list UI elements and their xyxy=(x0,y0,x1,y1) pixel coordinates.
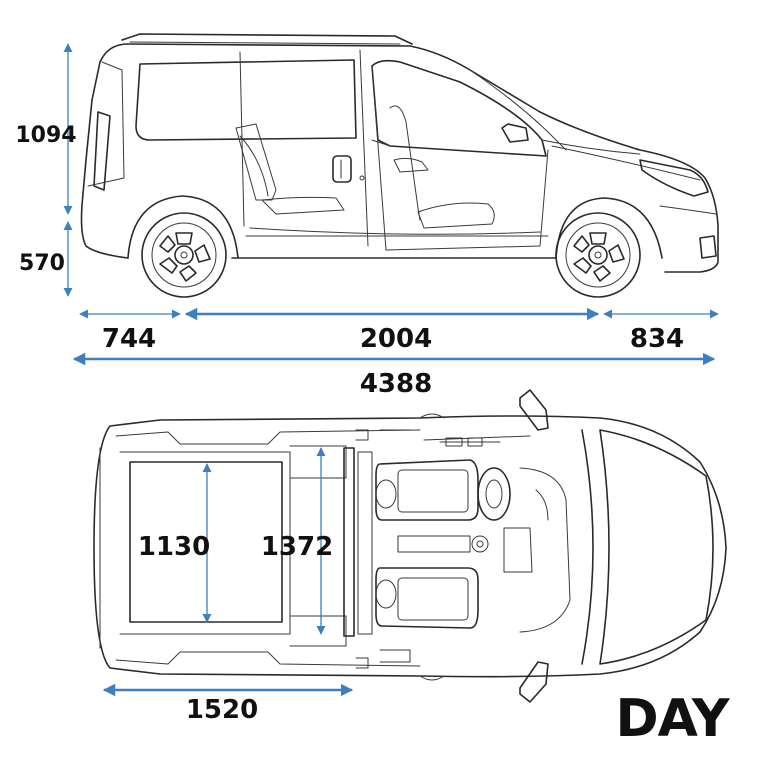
rear-overhang-label: 744 xyxy=(102,324,156,354)
side-view-dimensions xyxy=(63,43,719,366)
right-mirror xyxy=(519,661,549,703)
passenger-seat xyxy=(375,567,479,629)
model-label: DAY xyxy=(615,689,730,749)
cargo-max-width-label: 1372 xyxy=(261,532,333,562)
height-lower-label: 570 xyxy=(19,251,65,276)
side-view-van xyxy=(80,33,719,298)
total-length-label: 4388 xyxy=(360,369,432,399)
driver-seat xyxy=(375,459,479,521)
steering-wheel-icon xyxy=(477,467,511,521)
cargo-length-label: 1520 xyxy=(186,695,258,725)
dimension-labels: 1094 570 744 2004 834 4388 1130 1372 152… xyxy=(15,123,732,749)
front-wheel-icon xyxy=(555,212,641,298)
top-view-dimensions xyxy=(102,447,354,697)
wheelbase-label: 2004 xyxy=(360,324,432,354)
cargo-floor-width-label: 1130 xyxy=(138,532,210,562)
height-upper-label: 1094 xyxy=(15,123,76,148)
front-overhang-label: 834 xyxy=(630,324,684,354)
bonnet xyxy=(599,429,714,665)
left-mirror xyxy=(519,389,549,431)
rear-wheel-icon xyxy=(141,212,227,298)
